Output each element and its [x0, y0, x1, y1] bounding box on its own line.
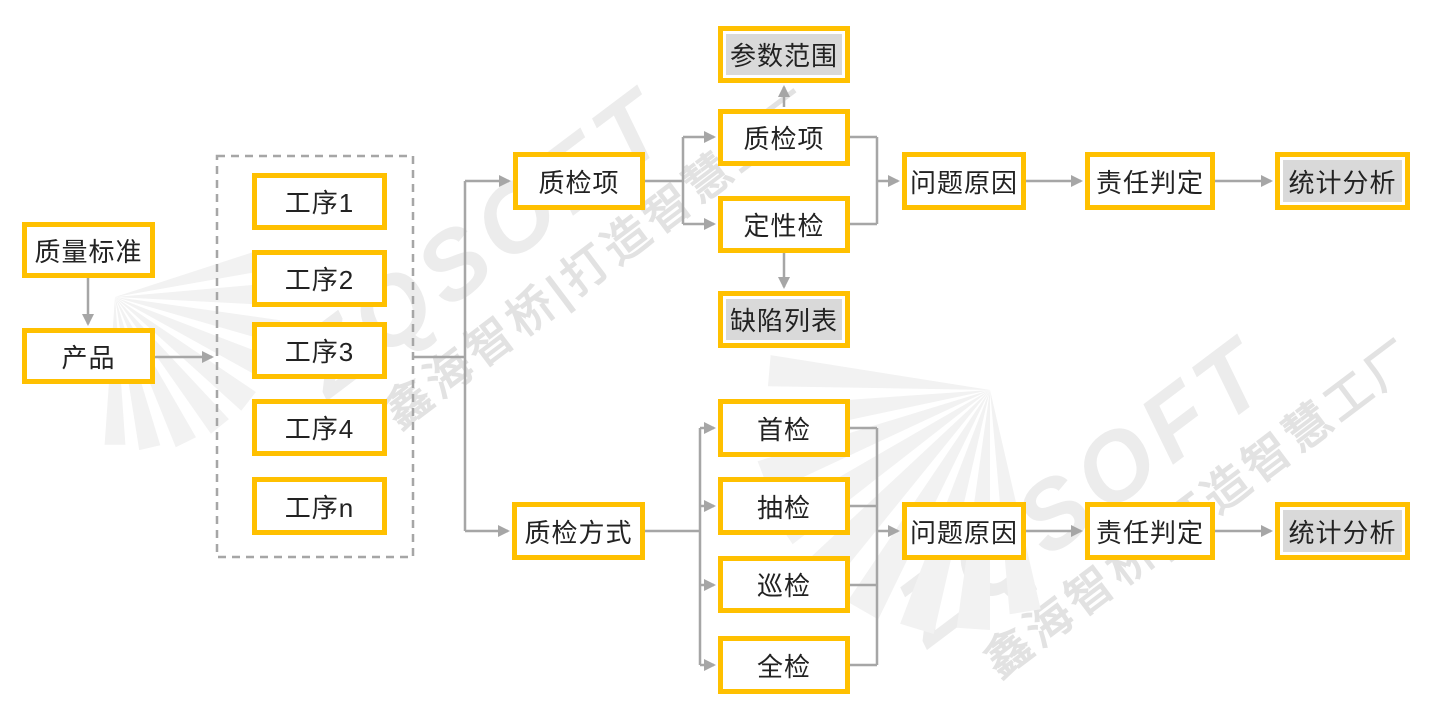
node-full-inspection: 全检: [718, 636, 850, 694]
node-process-n: 工序n: [252, 477, 387, 535]
node-inspection-item-child: 质检项: [718, 109, 850, 166]
node-process-2: 工序2: [252, 250, 387, 307]
node-responsibility-judgment-bottom: 责任判定: [1085, 502, 1215, 560]
node-qualitative-inspection: 定性检: [718, 196, 850, 253]
connector-lines: [413, 135, 879, 667]
node-patrol-inspection: 巡检: [718, 556, 850, 613]
node-process-3: 工序3: [252, 322, 387, 379]
node-responsibility-judgment-top: 责任判定: [1085, 152, 1215, 210]
node-problem-cause-bottom: 问题原因: [902, 502, 1026, 560]
node-sampling-inspection: 抽检: [718, 477, 850, 535]
node-product: 产品: [22, 328, 155, 384]
node-problem-cause-top: 问题原因: [902, 152, 1026, 210]
node-defect-list: 缺陷列表: [718, 291, 850, 348]
node-inspection-item: 质检项: [513, 152, 645, 210]
node-first-article-inspection: 首检: [718, 399, 850, 457]
node-process-1: 工序1: [252, 173, 387, 230]
node-statistical-analysis-bottom: 统计分析: [1275, 502, 1410, 560]
connector-arrows: [82, 85, 1273, 671]
node-parameter-range: 参数范围: [718, 26, 850, 83]
node-inspection-method: 质检方式: [512, 502, 645, 560]
node-statistical-analysis-top: 统计分析: [1275, 152, 1410, 210]
node-process-4: 工序4: [252, 399, 387, 456]
node-quality-standard: 质量标准: [22, 222, 155, 278]
